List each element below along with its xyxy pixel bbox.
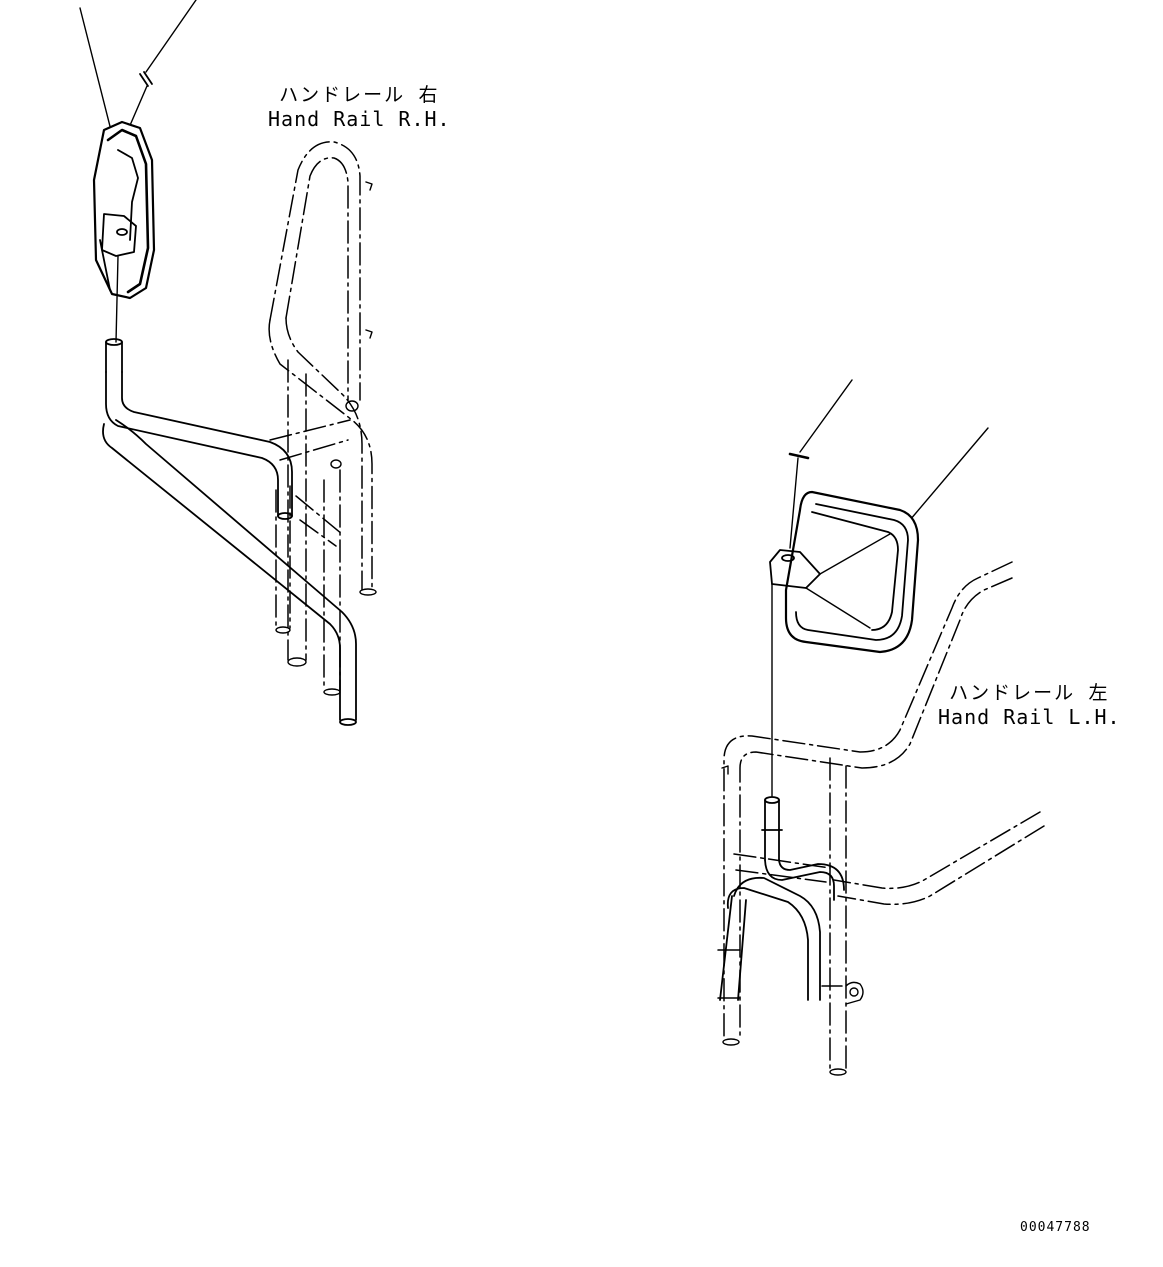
- label-lh-japanese: ハンドレール 左: [949, 682, 1110, 704]
- pin-part: [788, 452, 810, 549]
- label-hand-rail-lh: ハンドレール 左 Hand Rail L.H.: [938, 682, 1121, 729]
- mirror-right: [92, 120, 156, 343]
- right-hand-rail-assembly: [79, 0, 377, 726]
- mirror-stay-right: [102, 338, 357, 726]
- label-lh-english: Hand Rail L.H.: [938, 705, 1121, 729]
- leader-line: [145, 0, 197, 73]
- mirror-stay-left: [719, 796, 845, 1001]
- hand-rail-left: [717, 561, 1045, 1076]
- leader-line: [799, 379, 853, 453]
- label-rh-japanese: ハンドレール 右: [279, 84, 440, 106]
- pin-part: [127, 71, 153, 131]
- leader-line: [909, 427, 989, 521]
- left-hand-rail-assembly: [717, 379, 1045, 1076]
- hand-rail-right: [268, 141, 377, 696]
- drawing-number: 00047788: [1020, 1220, 1091, 1235]
- label-hand-rail-rh: ハンドレール 右 Hand Rail R.H.: [268, 84, 451, 131]
- mirror-left: [769, 490, 920, 797]
- label-rh-english: Hand Rail R.H.: [268, 107, 451, 131]
